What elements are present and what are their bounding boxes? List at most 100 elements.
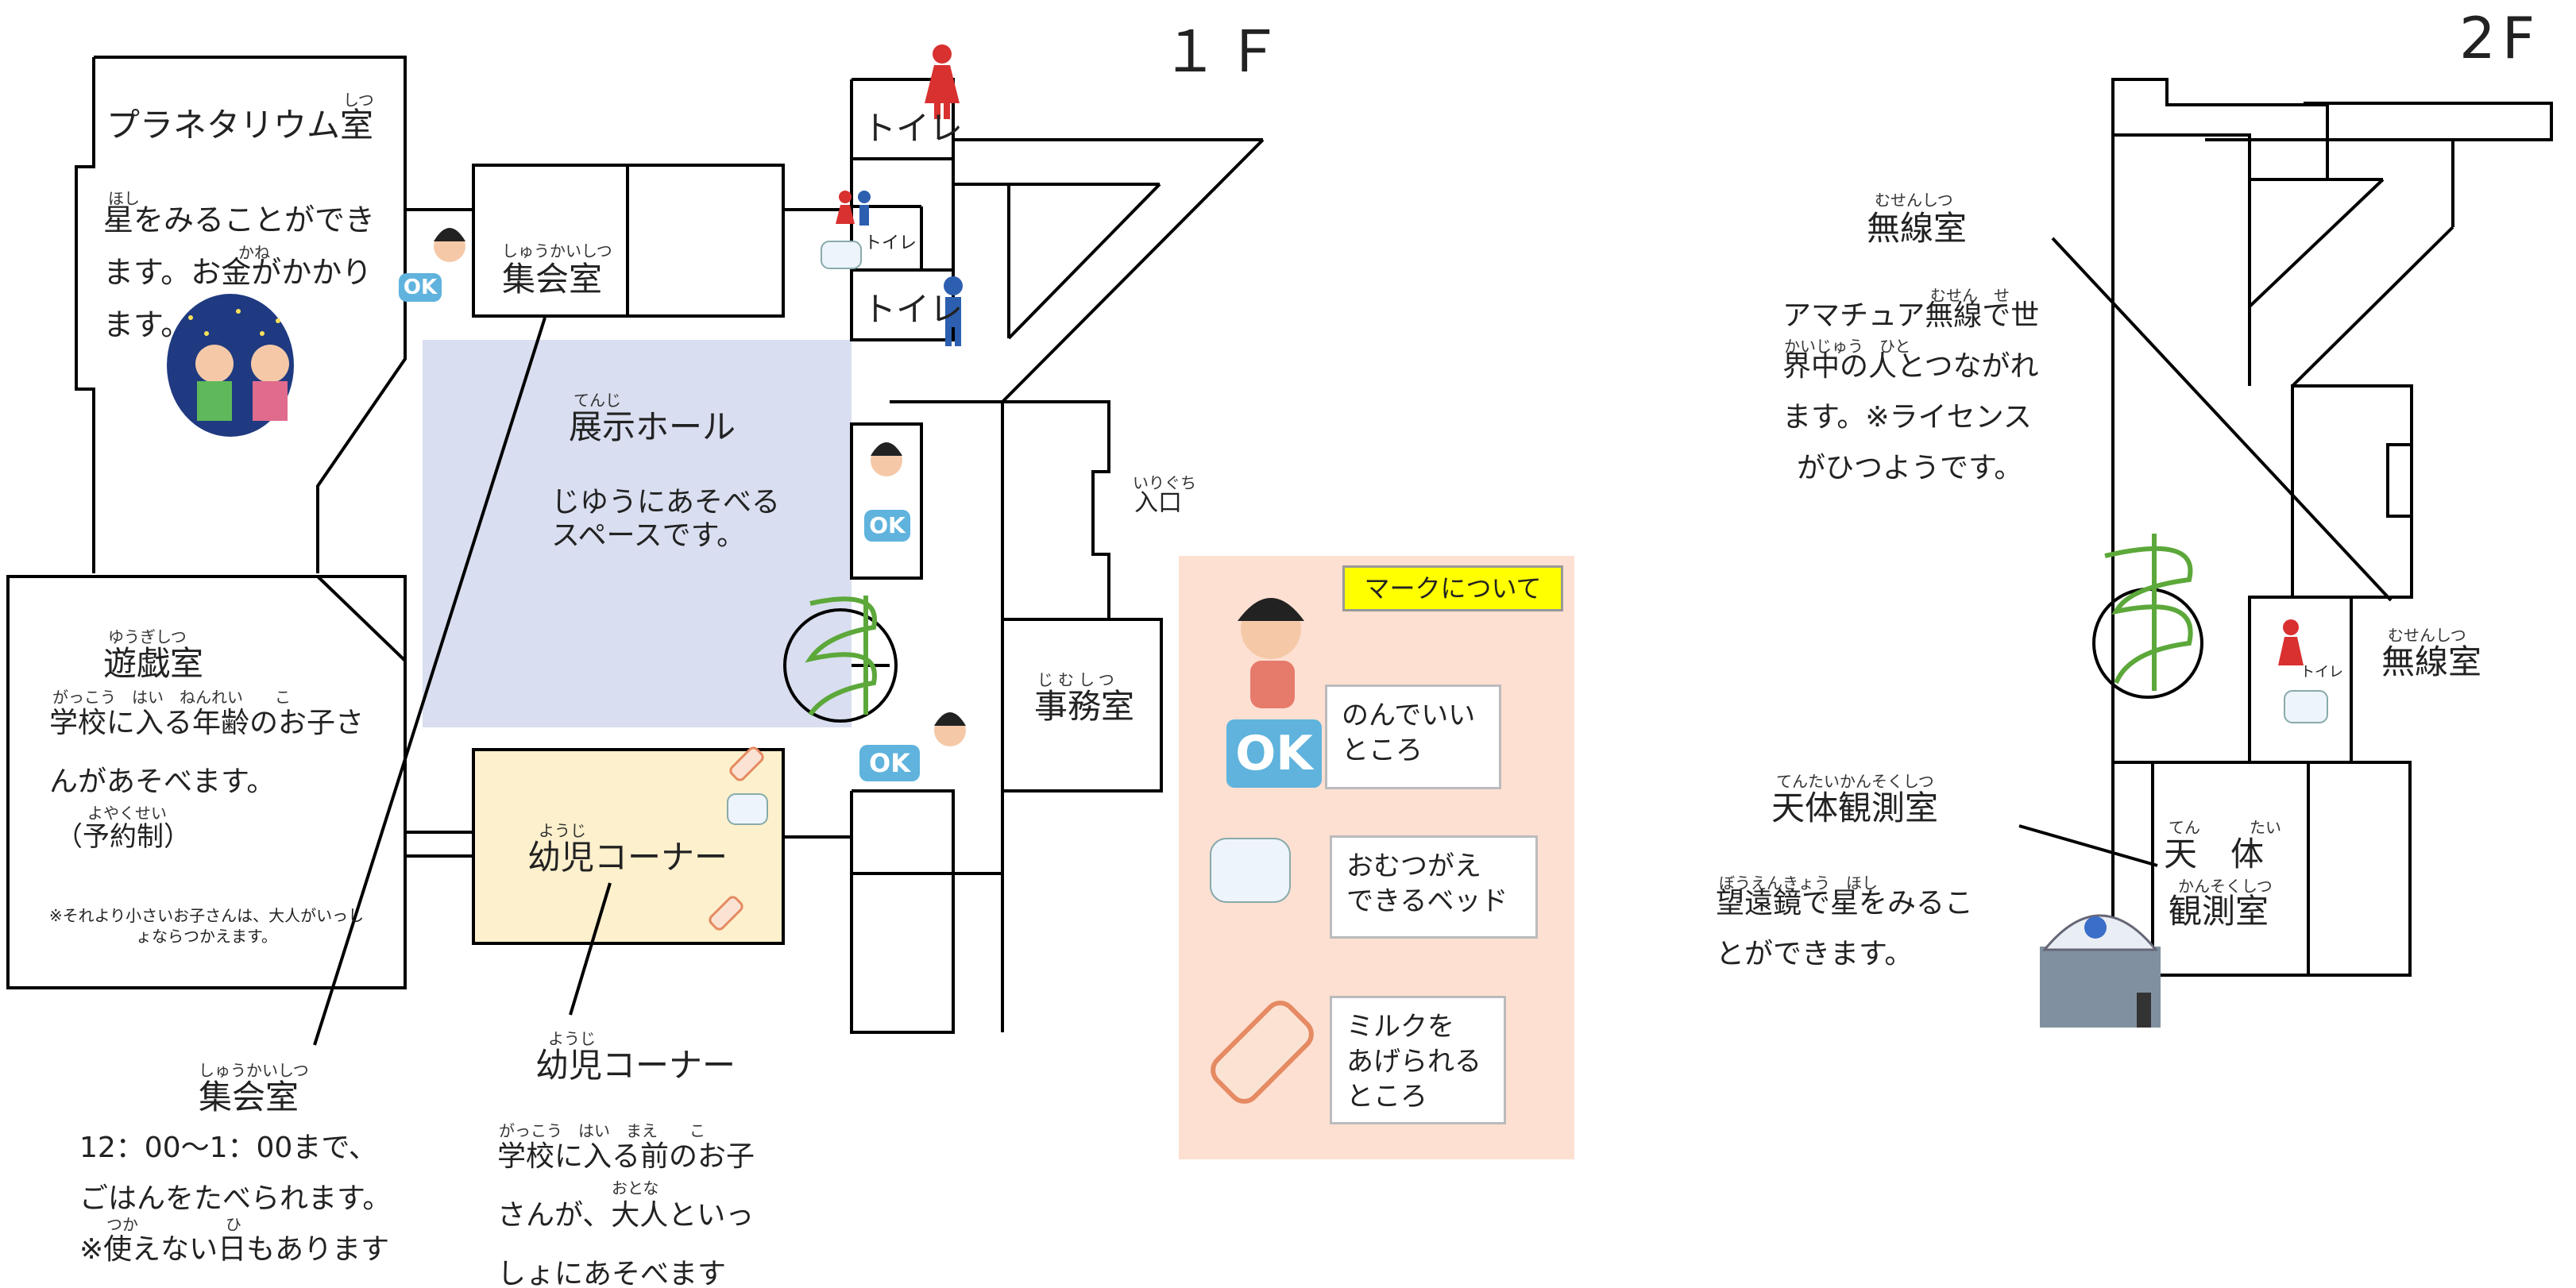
legend-drinking-line-2: ところ bbox=[1342, 735, 1423, 766]
observatory-ruby-tai: たい bbox=[2250, 818, 2281, 837]
play-room-title: 遊戯室 bbox=[103, 644, 204, 683]
exhibition-hall-area bbox=[423, 340, 852, 727]
planetarium-desc-line-2: ます。お金がかかり bbox=[103, 255, 373, 290]
infant-callout-line-1: 学校に入る前のお子 bbox=[497, 1140, 755, 1173]
family-toilet-icon bbox=[836, 191, 871, 226]
radio-callout-line-4: がひつようです。 bbox=[1797, 452, 2023, 484]
planetarium-hoshi-ruby: ほし bbox=[108, 189, 140, 208]
floor-label-1f: １Ｆ bbox=[1161, 18, 1289, 85]
meeting-room-title: 集会室 bbox=[502, 260, 603, 299]
radio-callout-line-1: アマチュア無線で世 bbox=[1782, 299, 2040, 332]
legend-ok-badge: OK bbox=[1226, 719, 1322, 788]
infant-callout-line-2: さんが、大人といっ bbox=[497, 1199, 755, 1232]
planetarium-ruby: しつ bbox=[343, 91, 374, 110]
exhibition-hall-ruby: てんじ bbox=[574, 391, 621, 410]
observatory-callout-ruby: てんたいかんそくしつ bbox=[1776, 772, 1934, 791]
radio-callout-line-3: ます。※ライセンス bbox=[1782, 401, 2032, 434]
ok-badge-meeting: OK bbox=[399, 273, 442, 302]
ok-badge-corridor: OK bbox=[859, 745, 920, 781]
exhibition-desc-line-2: スペースです。 bbox=[551, 519, 746, 552]
play-room-yoyaku-ruby: よやくせい bbox=[87, 804, 167, 823]
observatory-ruby-ten: てん bbox=[2169, 818, 2200, 837]
play-room-desc-line-2: んがあそべます。 bbox=[49, 765, 276, 798]
infant-corner-leader bbox=[569, 882, 612, 1016]
toilet-bottom-label: トイレ bbox=[863, 290, 964, 329]
observatory-ruby-kansoku: かんそくしつ bbox=[2178, 877, 2273, 896]
legend-diaper-line-1: おむつがえ bbox=[1346, 850, 1481, 882]
legend-item-milk: ミルクを あげられる ところ bbox=[1330, 996, 1506, 1124]
milk-bottle-icon bbox=[709, 746, 1314, 1104]
observatory-callout-title: 天体観測室 bbox=[1771, 789, 1939, 827]
radio-callout-ruby-line-1: むせん せ bbox=[1930, 286, 2010, 305]
infant-callout-title: 幼児コーナー bbox=[535, 1046, 736, 1085]
meeting-callout-line-3: ※使えない日もあります bbox=[79, 1233, 390, 1266]
office-ruby: じむしつ bbox=[1037, 670, 1119, 689]
observatory-title-bottom: 観測室 bbox=[2169, 892, 2269, 931]
diaper-icon bbox=[727, 241, 2328, 903]
radio-room-leader bbox=[2051, 237, 2393, 602]
exhibition-hall-description: じゆうにあそべる スペースです。 bbox=[551, 486, 780, 553]
toilet-2f-label: トイレ bbox=[2300, 664, 2343, 681]
male-toilet-icon bbox=[944, 276, 963, 346]
floor-label-2f: 2F bbox=[2459, 5, 2542, 71]
observatory-callout-line-1: 望遠鏡で星をみるこ bbox=[1716, 887, 1974, 920]
meeting-callout-line-1: 12：00〜1：00まで、 bbox=[79, 1132, 377, 1164]
radio-callout-title: 無線室 bbox=[1867, 209, 1968, 248]
entrance-ruby: いりぐち bbox=[1133, 473, 1196, 492]
legend-drinking-line-1: のんでいい bbox=[1342, 700, 1476, 731]
legend-milk-line-1: ミルクを bbox=[1346, 1011, 1454, 1043]
meeting-callout-line-2: ごはんをたべられます。 bbox=[79, 1182, 392, 1215]
observatory-title-top: 天 体 bbox=[2164, 835, 2265, 873]
toilet-mid-label: トイレ bbox=[864, 233, 917, 253]
female-toilet-2f-icon bbox=[2278, 619, 2304, 665]
play-room-description: 学校に入る年齢のお子さ んがあそべます。 bbox=[49, 694, 364, 812]
drinking-person-icon bbox=[434, 228, 1304, 746]
radio-callout-line-2: 界中の人とつながれ bbox=[1782, 350, 2039, 383]
radio-room-title: 無線室 bbox=[2381, 642, 2482, 681]
infant-callout-line-3: しょにあそべます bbox=[497, 1258, 727, 1288]
toilet-top-label: トイレ bbox=[863, 109, 964, 148]
infant-callout-ruby: ようじ bbox=[548, 1029, 596, 1048]
observatory-dome-icon bbox=[2040, 914, 2161, 1028]
play-room-reservation: （予約制） bbox=[56, 821, 191, 853]
radio-callout-ruby-line-2: かいじゅう ひと bbox=[1784, 337, 1911, 356]
meeting-room-ruby: しゅうかいしつ bbox=[502, 241, 612, 260]
observatory-leader bbox=[2018, 824, 2158, 867]
legend-item-drinking: のんでいい ところ bbox=[1325, 684, 1501, 789]
observatory-callout-line-2: とができます。 bbox=[1716, 938, 1914, 970]
legend-title: マークについて bbox=[1342, 565, 1563, 611]
infant-corner-title: 幼児コーナー bbox=[527, 838, 728, 877]
legend-milk-line-3: ところ bbox=[1346, 1081, 1427, 1113]
meeting-callout-ruby: しゅうかいしつ bbox=[199, 1061, 309, 1080]
planetarium-title: プラネタリウム室 bbox=[106, 106, 374, 145]
planetarium-kane-ruby: かね bbox=[238, 243, 270, 262]
infant-callout-desc-ruby: がっこう はい まえ こ bbox=[499, 1121, 705, 1140]
legend-item-diaper: おむつがえ できるベッド bbox=[1330, 835, 1538, 939]
play-room-ruby: ゆうぎしつ bbox=[108, 627, 187, 646]
observatory-callout-description: 望遠鏡で星をみるこ とができます。 bbox=[1716, 878, 1973, 980]
entrance-label: 入口 bbox=[1134, 489, 1182, 517]
planetarium-desc-line-1: 星をみることができ bbox=[103, 202, 376, 237]
exhibition-desc-line-1: じゆうにあそべる bbox=[551, 486, 781, 519]
planetarium-kids-icon bbox=[167, 294, 294, 437]
radio-callout-description: アマチュア無線で世 界中の人とつながれ ます。※ライセンス がひつようです。 bbox=[1782, 291, 2039, 494]
infant-corner-ruby: ようじ bbox=[539, 821, 586, 840]
female-toilet-icon bbox=[925, 44, 960, 119]
office-title: 事務室 bbox=[1034, 687, 1135, 726]
meeting-callout-title: 集会室 bbox=[199, 1078, 299, 1116]
legend-milk-line-2: あげられる bbox=[1346, 1046, 1481, 1078]
play-room-note: ※それより小さいお子さんは、大人がいっしょならつかえます。 bbox=[48, 906, 365, 946]
play-room-desc-ruby: がっこう はい ねんれい こ bbox=[52, 688, 291, 707]
observatory-callout-desc-ruby: ぼうえんきょう ほし bbox=[1719, 873, 1878, 893]
meeting-room-leader bbox=[313, 317, 546, 1046]
ok-badge-small-room: OK bbox=[864, 510, 910, 542]
meeting-callout-tsuka-ruby: つか bbox=[106, 1215, 138, 1234]
planetarium-description: 星をみることができ ます。お金がかかり ます。 bbox=[103, 194, 375, 351]
radio-room-ruby: むせんしつ bbox=[2388, 626, 2466, 645]
meeting-callout-hi-ruby: ひ bbox=[226, 1215, 241, 1234]
exhibition-hall-title: 展示ホール bbox=[569, 407, 736, 446]
play-room-desc-line-1: 学校に入る年齢のお子さ bbox=[49, 707, 365, 739]
infant-callout-otona-ruby: おとな bbox=[612, 1178, 659, 1197]
spiral-staircase-2f-icon bbox=[2104, 534, 2193, 691]
